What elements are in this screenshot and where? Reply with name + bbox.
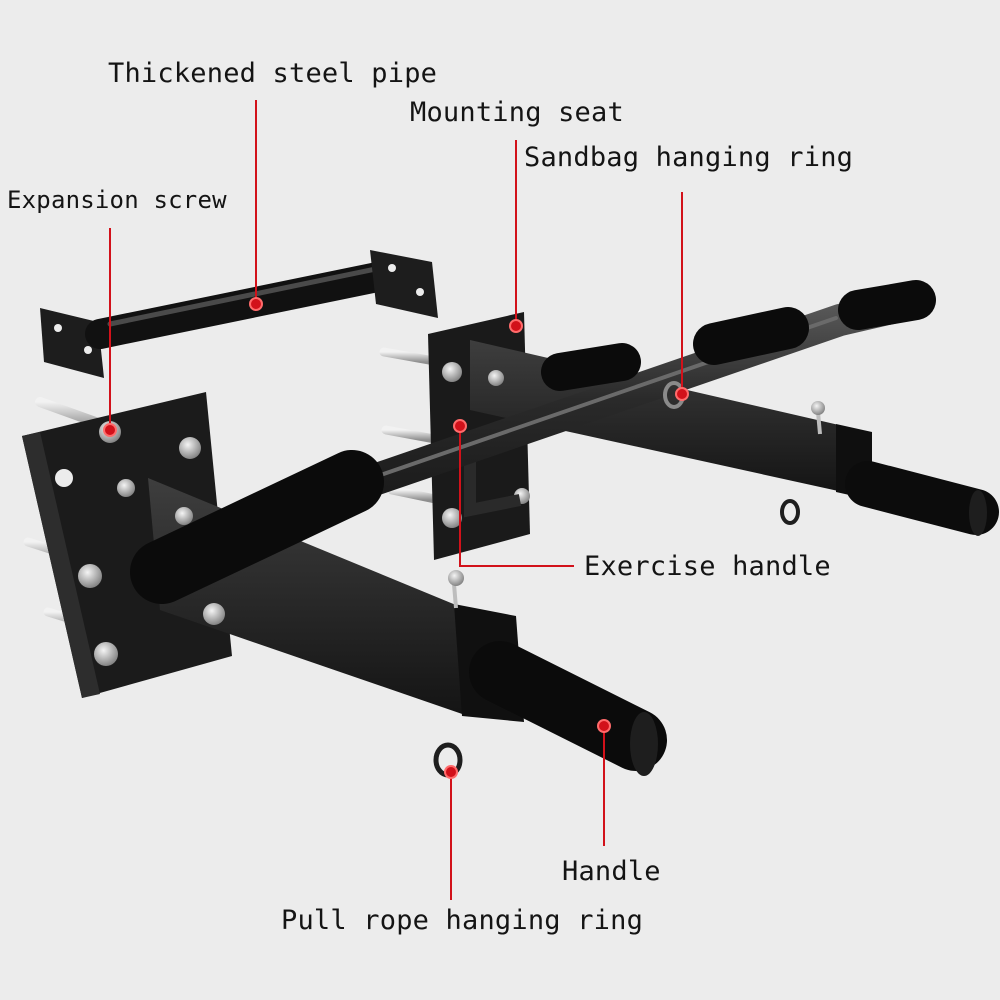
callout-dot-mounting-seat bbox=[509, 319, 523, 333]
grip-foam-end-right bbox=[838, 280, 936, 330]
front-handle-cap bbox=[630, 712, 658, 776]
expansion-screw bbox=[387, 485, 445, 505]
callout-dot-expansion-screw bbox=[103, 423, 117, 437]
arm-bolt-head bbox=[811, 401, 825, 415]
steel-pipe-highlight bbox=[107, 263, 393, 327]
plate-hole bbox=[388, 264, 396, 272]
wall-plate-hole bbox=[55, 469, 73, 487]
rear-bracket bbox=[379, 312, 999, 560]
bolt-nut bbox=[442, 362, 462, 382]
plate-hole bbox=[416, 288, 424, 296]
bolt-nut bbox=[488, 370, 504, 386]
bolt-nut bbox=[175, 507, 193, 525]
rear-pull-ring bbox=[780, 499, 800, 525]
callout-dot-steel-pipe bbox=[249, 297, 263, 311]
callout-dot-sandbag-ring bbox=[675, 387, 689, 401]
front-bracket bbox=[22, 392, 667, 778]
callout-dots bbox=[103, 297, 689, 779]
bolt-nut bbox=[117, 479, 135, 497]
pipe-end-plate-right bbox=[370, 250, 438, 318]
label-pull-rope-hanging-ring: Pull rope hanging ring bbox=[281, 905, 644, 936]
bolt-nut bbox=[179, 437, 201, 459]
bolt-nut bbox=[442, 508, 462, 528]
front-foam-handle bbox=[469, 641, 667, 771]
steel-pipe-body bbox=[85, 259, 407, 349]
plate-hole bbox=[54, 324, 62, 332]
grip-foam-mid-right bbox=[693, 307, 809, 365]
grip-foam-left bbox=[130, 450, 384, 604]
rear-foam-handle bbox=[845, 461, 999, 535]
label-handle: Handle bbox=[562, 856, 661, 887]
arm-bolt bbox=[816, 411, 822, 435]
arm-bolt bbox=[452, 583, 458, 609]
wall-plate-edge bbox=[22, 432, 100, 698]
callout-dot-handle bbox=[597, 719, 611, 733]
rear-handle-cap bbox=[969, 490, 987, 536]
label-exercise-handle: Exercise handle bbox=[584, 551, 831, 582]
bolt-nut bbox=[94, 642, 118, 666]
spare-steel-pipe bbox=[40, 250, 438, 378]
bolt-nut bbox=[203, 603, 225, 625]
label-mounting-seat: Mounting seat bbox=[410, 97, 624, 128]
callout-line-exercise-handle bbox=[459, 426, 574, 567]
callout-dot-pull-rope-ring bbox=[444, 765, 458, 779]
callout-dot-exercise-handle bbox=[453, 419, 467, 433]
label-sandbag-hanging-ring: Sandbag hanging ring bbox=[524, 142, 854, 173]
label-expansion-screw: Expansion screw bbox=[7, 186, 227, 214]
grip-foam-center bbox=[541, 343, 641, 391]
plate-hole bbox=[84, 346, 92, 354]
label-thickened-steel-pipe: Thickened steel pipe bbox=[108, 58, 438, 89]
callouts bbox=[109, 100, 683, 900]
rear-support-bracket bbox=[464, 450, 522, 518]
bolt-nut bbox=[78, 564, 102, 588]
arm-bolt-head bbox=[448, 570, 464, 586]
